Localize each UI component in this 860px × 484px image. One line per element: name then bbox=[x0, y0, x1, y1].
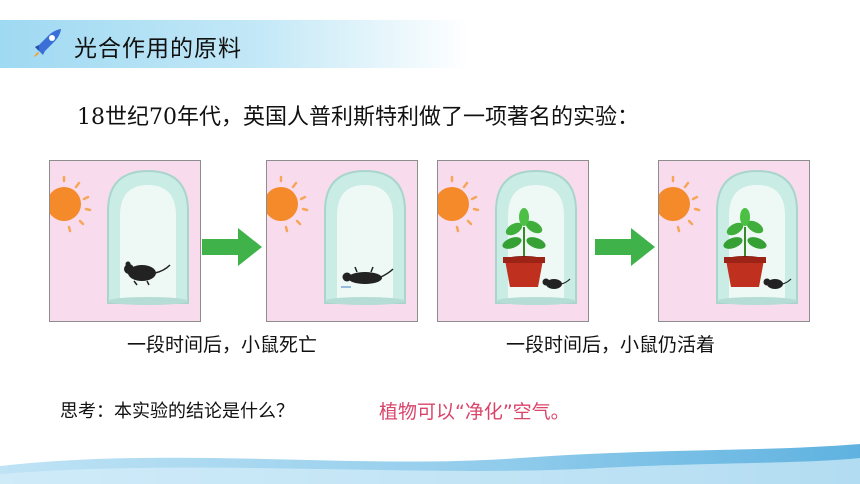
dead-mouse-icon bbox=[341, 266, 394, 288]
mouse-icon bbox=[763, 278, 792, 289]
caption-mouse-alive: 一段时间后，小鼠仍活着 bbox=[506, 334, 716, 356]
experiment-panel-4 bbox=[658, 160, 810, 322]
sun-icon bbox=[659, 175, 701, 233]
sun-icon bbox=[50, 175, 92, 233]
sun-icon bbox=[267, 175, 309, 233]
bell-jar bbox=[107, 169, 189, 305]
page-title: 光合作用的原料 bbox=[74, 36, 242, 62]
bell-jar bbox=[324, 169, 406, 305]
rocket-icon bbox=[34, 29, 61, 57]
answer-text: 植物可以“净化”空气。 bbox=[379, 401, 570, 423]
section-header: 光合作用的原料 bbox=[0, 20, 470, 68]
question-text: 思考：本实验的结论是什么？ bbox=[60, 401, 294, 422]
experiment-panel-3 bbox=[437, 160, 589, 322]
potted-plant-icon bbox=[502, 208, 546, 287]
sun-icon bbox=[438, 175, 480, 233]
mouse-icon bbox=[124, 261, 171, 286]
caption-mouse-dead: 一段时间后，小鼠死亡 bbox=[127, 334, 318, 356]
mouse-icon bbox=[542, 278, 571, 289]
arrow-right-icon bbox=[202, 228, 262, 266]
experiment-panel-2 bbox=[266, 160, 418, 322]
experiment-panel-1 bbox=[49, 160, 201, 322]
potted-plant-icon bbox=[723, 208, 767, 287]
intro-text: 18世纪70年代，英国人普利斯特利做了一项著名的实验： bbox=[77, 105, 639, 130]
arrow-right-icon bbox=[595, 228, 655, 266]
footer-wave bbox=[0, 444, 860, 484]
